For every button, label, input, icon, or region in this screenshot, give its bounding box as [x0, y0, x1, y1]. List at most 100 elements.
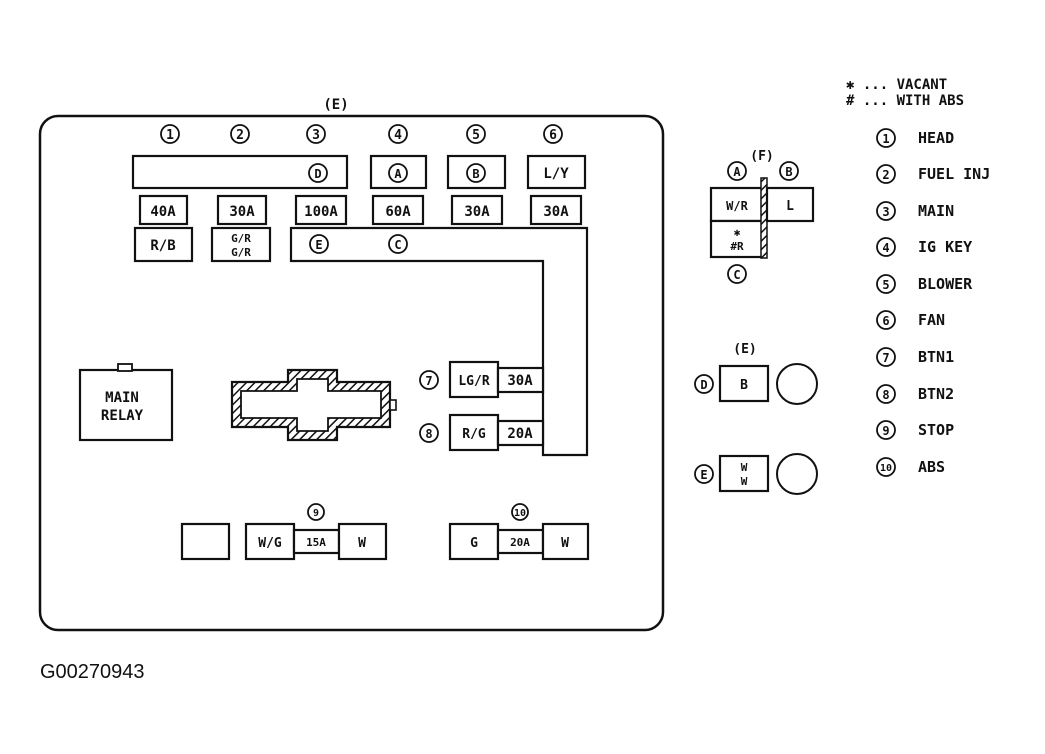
note-with-abs: # ... WITH ABS: [846, 93, 964, 109]
fuse-1-rating: 40A: [150, 204, 176, 220]
fuse-number-10: 10: [514, 508, 526, 519]
terminal-b-label: B: [472, 167, 479, 181]
fuse-rating-row: 40A 30A 100A 60A 30A 30A: [138, 194, 583, 226]
fuse-number-8: 8: [425, 427, 432, 441]
legend-num-3: 3: [882, 205, 889, 219]
wire-gr-label-2: G/R: [231, 246, 251, 259]
fuse-9-wire-right-box: [337, 522, 388, 561]
fuse-4-body: [371, 194, 425, 226]
fuse-2-rating: 30A: [229, 204, 255, 220]
wire-gr-label-1: G/R: [231, 232, 251, 245]
legend-num-8: 8: [882, 388, 889, 402]
connector-f: (F) A B W/R ✱ #R L C: [709, 149, 815, 284]
fuse-3-rating: 100A: [304, 204, 338, 220]
connector-f-wire-l: L: [786, 199, 794, 214]
main-fuse-block: (E) 1 2 3 4 5 6 D A B L/Y: [38, 97, 665, 632]
main-block-label: (E): [323, 97, 348, 113]
fuse-4-rating: 60A: [385, 204, 411, 220]
fuse-10-wire-left-box: [448, 522, 500, 561]
legend-label-1: HEAD: [918, 129, 954, 147]
connector-f-pin-c: C: [733, 268, 740, 282]
legend-num-2: 2: [882, 168, 889, 182]
fuse-9-rating: 15A: [306, 536, 326, 549]
wire-rb-label: R/B: [150, 238, 175, 254]
fuse-10-wire-right: W: [561, 536, 569, 551]
connector-f-pin-a: A: [733, 165, 741, 179]
legend-label-5: BLOWER: [918, 275, 973, 293]
fuse-number-5: 5: [472, 128, 480, 143]
fuse-8-rating: 20A: [507, 426, 533, 442]
fuse-number-7: 7: [425, 374, 432, 388]
fuse-9-wire-left-box: [244, 522, 296, 561]
terminal-a-label: A: [394, 167, 402, 181]
legend-num-4: 4: [882, 241, 889, 255]
connector-e-label: (E): [733, 342, 756, 357]
fuse-number-3: 3: [312, 128, 320, 143]
legend-label-8: BTN2: [918, 385, 954, 403]
wire-rb-box: [133, 226, 194, 263]
relay-label-line1: MAIN: [105, 390, 139, 406]
connector-e-wire-w2: W: [741, 475, 748, 488]
relay-label-line2: RELAY: [101, 408, 144, 424]
fuse-5-body: [450, 194, 504, 226]
legend-label-9: STOP: [918, 421, 954, 439]
terminal-ly-label: L/Y: [543, 166, 569, 182]
connector-e-cell-b: [718, 364, 770, 403]
connector-e-wire-b: B: [740, 378, 748, 393]
fuse-3-body: [294, 194, 348, 226]
connector-f-wire-sr: #R: [730, 240, 744, 253]
legend-label-3: MAIN: [918, 202, 954, 220]
fuse-10-wire-right-box: [541, 522, 590, 561]
fuse-6-rating: 30A: [543, 204, 569, 220]
fuse-9-wire-left: W/G: [258, 536, 282, 551]
legend-num-1: 1: [882, 132, 889, 146]
connector-e-cell-w: [718, 454, 770, 493]
fuse-number-9: 9: [313, 508, 319, 519]
fuse-10-rating: 20A: [510, 536, 530, 549]
hatched-connector: [230, 368, 397, 442]
connector-e-wire-w1: W: [741, 461, 748, 474]
note-vacant: ✱ ... VACANT: [846, 77, 947, 93]
legend-label-2: FUEL INJ: [918, 165, 990, 183]
wire-gr-box: [210, 226, 272, 263]
fuse-10-wire-left: G: [470, 536, 478, 551]
fuse-8-body: [496, 419, 545, 447]
vacant-slot: [180, 522, 231, 561]
fuse-8-wire: R/G: [462, 427, 486, 442]
terminal-stud-upper: [776, 363, 818, 405]
top-fuse-numbers: 1 2 3 4 5 6: [160, 124, 563, 144]
connector-e-pin-e: E: [700, 468, 707, 482]
figure-code: G00270943: [40, 661, 145, 683]
fuse-number-1: 1: [166, 128, 174, 143]
fuse-7-rating: 30A: [507, 373, 533, 389]
legend-num-10: 10: [880, 463, 892, 474]
legend-num-6: 6: [882, 314, 889, 328]
connector-f-cell-l: [765, 186, 815, 223]
fuse-9-wire-right: W: [358, 536, 366, 551]
fuse-7-wire: LG/R: [458, 374, 489, 389]
bus-e-label: E: [315, 238, 322, 252]
fuse-number-6: 6: [549, 128, 557, 143]
fuse-7-body: [496, 366, 545, 394]
legend-label-7: BTN1: [918, 348, 954, 366]
fuse-6-body: [529, 194, 583, 226]
fuse-5-rating: 30A: [464, 204, 490, 220]
main-relay: [78, 368, 174, 442]
legend-num-5: 5: [882, 278, 889, 292]
legend-num-7: 7: [882, 351, 889, 365]
connector-e: (E) D B E W W: [694, 342, 818, 495]
connector-e-pin-d: D: [700, 378, 707, 392]
connector-f-star: ✱: [734, 226, 741, 239]
fuse-number-2: 2: [236, 128, 244, 143]
legend-label-6: FAN: [918, 311, 945, 329]
fuse-2-body: [216, 194, 268, 226]
legend-label-10: ABS: [918, 458, 945, 476]
connector-f-wire-wr: W/R: [726, 199, 748, 213]
relay-tab: [117, 363, 133, 372]
bus-d-label: D: [314, 167, 321, 181]
connector-f-label: (F): [750, 149, 773, 164]
terminal-stud-lower: [776, 453, 818, 495]
fuse-8-wire-box: [448, 413, 500, 452]
legend: 1 HEAD 2 FUEL INJ 3 MAIN 4 IG KEY 5 BLOW…: [876, 128, 990, 477]
